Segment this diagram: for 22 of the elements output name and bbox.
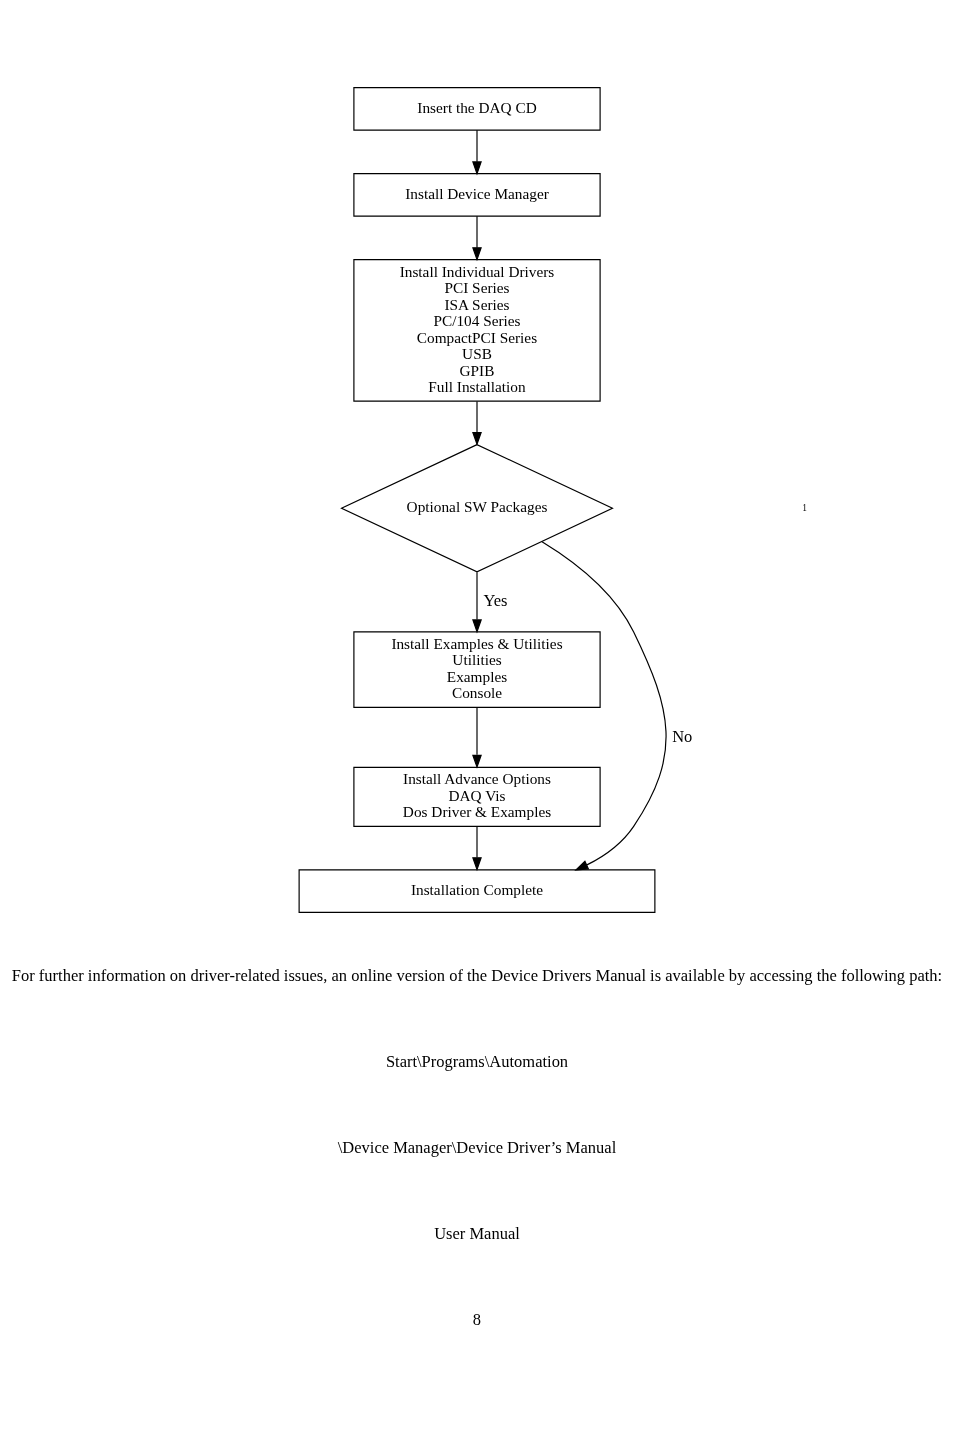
arrow	[472, 707, 482, 769]
node-box: Install Device Manager	[353, 173, 601, 217]
arrow	[472, 571, 482, 634]
arrow	[472, 826, 482, 872]
label: Start\Programs\Automation	[385, 1052, 569, 1072]
node-diamond: Optional SW Packages	[340, 444, 614, 573]
label: 1	[802, 502, 807, 513]
arrow	[472, 215, 482, 262]
label: 8	[472, 1310, 482, 1330]
arrow	[472, 400, 482, 447]
node-box: Install Examples & Utilities Utilities Examples Console	[353, 631, 601, 708]
label: User Manual	[434, 1224, 520, 1244]
node-box: Insert the DAQ CD	[353, 87, 601, 131]
node-box: Install Individual Drivers PCI Series ISA Series PC/104 Series CompactPCI Series USB GPIB Full Installation	[353, 259, 601, 402]
edge-label: No	[672, 726, 693, 746]
arrow	[472, 129, 482, 176]
arrow	[541, 541, 667, 871]
edge-label: Yes	[483, 591, 508, 611]
label: \Device Manager\Device Driver’s Manual	[337, 1138, 617, 1158]
node-box: Installation Complete	[298, 869, 656, 913]
label: For further information on driver-related issues, an online version of the Device Drivers Manual is available by accessing the following path:	[11, 966, 943, 986]
node-box: Install Advance Options DAQ Vis Dos Driver & Examples	[353, 766, 601, 827]
